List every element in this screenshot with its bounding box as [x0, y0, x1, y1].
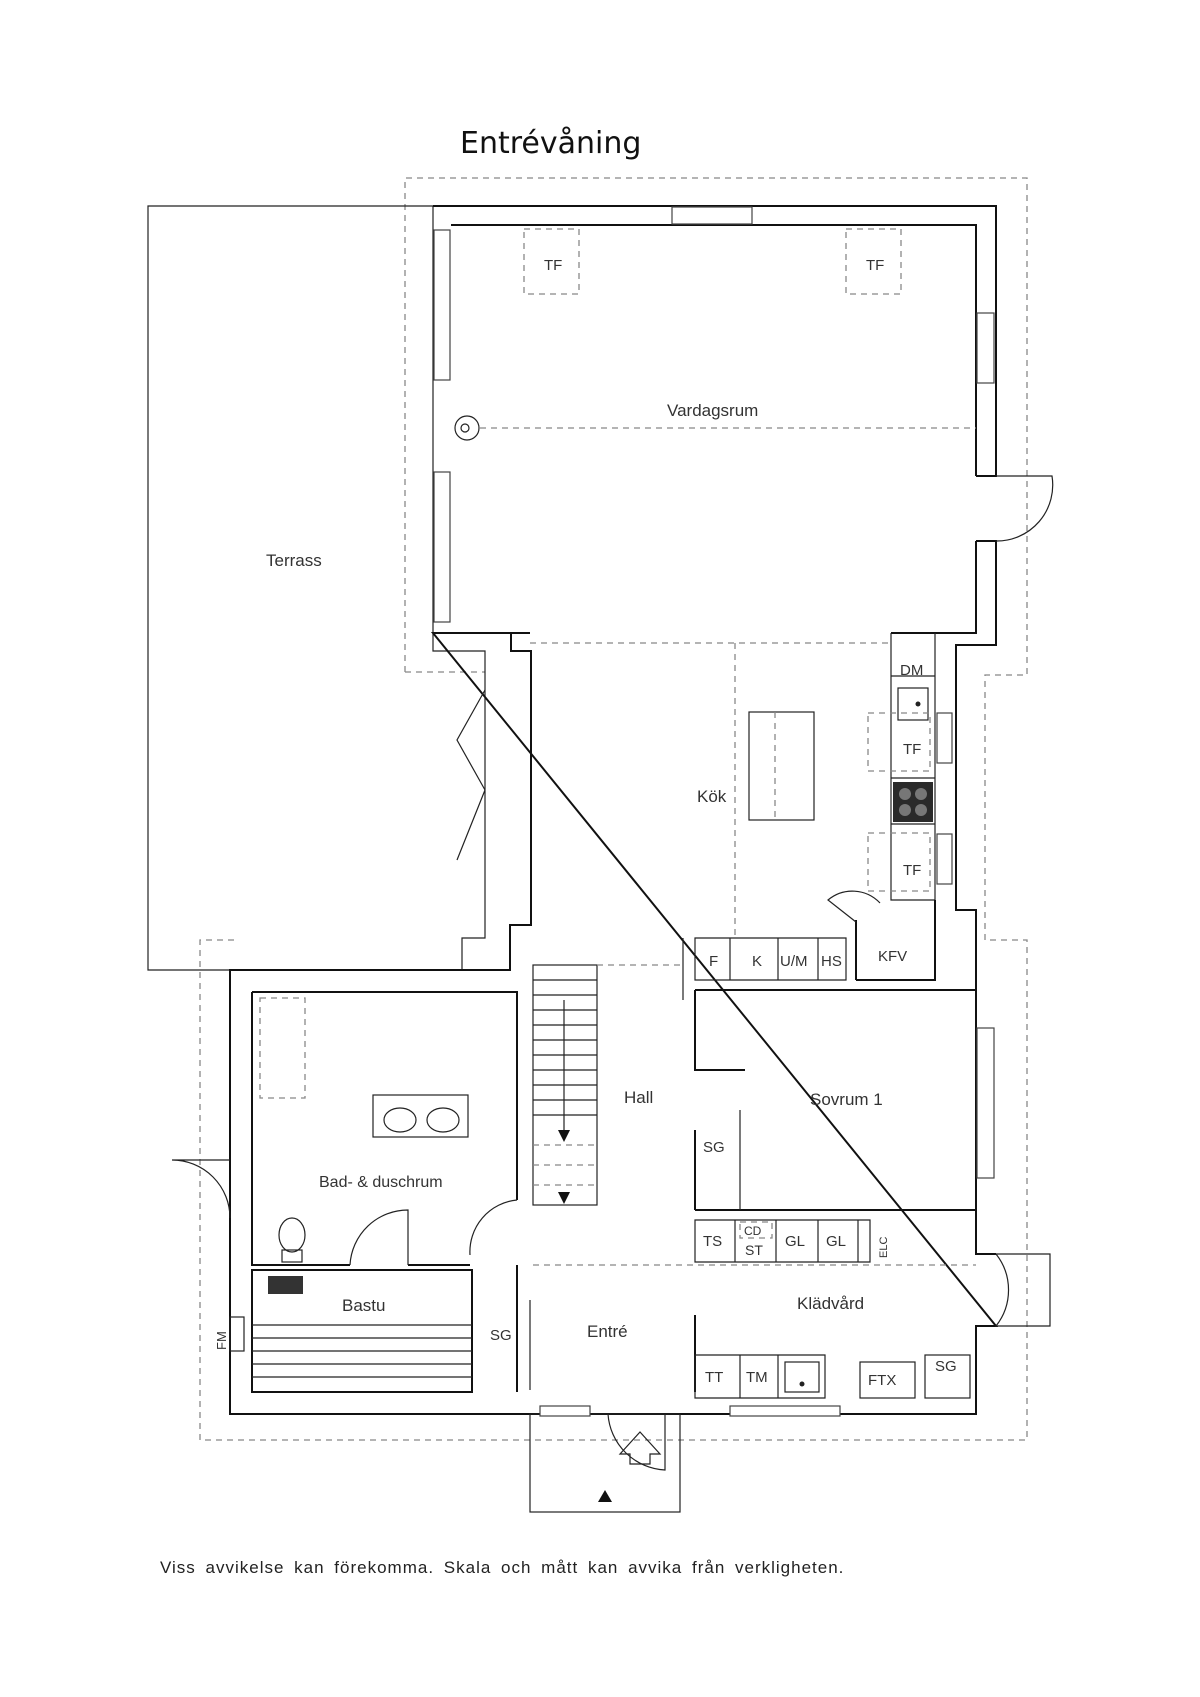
- bathroom-walls: [251, 991, 518, 1266]
- fixture-label: TS: [703, 1233, 722, 1250]
- sink-icon: [897, 687, 929, 721]
- fixture-label: TF: [544, 257, 562, 274]
- fixture-label: U/M: [780, 953, 808, 970]
- fixture-label: SG: [703, 1139, 725, 1156]
- page-title: Entrévåning: [460, 126, 642, 161]
- fixture-label: K: [752, 953, 762, 970]
- fixture-label: CD: [744, 1224, 762, 1238]
- door-swing: [994, 1253, 1051, 1327]
- room-label-kok: Kök: [697, 787, 727, 806]
- toilet-tank: [281, 1249, 303, 1263]
- disclaimer: Viss avvikelse kan förekomma. Skala och …: [160, 1558, 845, 1577]
- entrance-steps: [529, 1413, 681, 1513]
- room-label-sovrum: Sovrum 1: [810, 1090, 883, 1109]
- sg-box: [924, 1354, 971, 1399]
- kfv-walls: [855, 900, 936, 981]
- fixture-label: HS: [821, 953, 842, 970]
- sauna-benches: [252, 1324, 472, 1378]
- door-swing: [995, 475, 1054, 542]
- fixture-label: TF: [903, 862, 921, 879]
- burner: [899, 788, 911, 800]
- fixture-label: ELC: [878, 1237, 890, 1258]
- folding-door: [456, 689, 486, 861]
- room-label-kladvard: Klädvård: [797, 1294, 864, 1313]
- toilet-icon: [278, 1217, 306, 1253]
- washbasin-icon: [372, 1094, 469, 1138]
- entry-arrow-icon: [598, 1490, 612, 1502]
- roof-outline-upper: [199, 177, 1028, 1441]
- burner: [915, 804, 927, 816]
- fireplace-inner: [460, 423, 470, 433]
- fm-box: [229, 1316, 245, 1352]
- window: [671, 206, 753, 225]
- burner: [915, 788, 927, 800]
- window: [433, 229, 451, 381]
- cabinet-row: [694, 1354, 826, 1399]
- room-label-bad: Bad- & duschrum: [319, 1174, 443, 1191]
- burner: [899, 804, 911, 816]
- inner-wall-liv: [451, 224, 977, 634]
- fixture-label: FTX: [868, 1372, 896, 1389]
- sink-drain: [915, 701, 921, 707]
- fixture-label: DM: [900, 662, 923, 679]
- room-label-vardagsrum: Vardagsrum: [667, 401, 758, 420]
- fixture-label: TF: [903, 741, 921, 758]
- fixture-label: SG: [490, 1327, 512, 1344]
- sink: [383, 1107, 417, 1133]
- window: [976, 1027, 995, 1179]
- bathtub-icon: [259, 997, 306, 1099]
- door-swing: [607, 1413, 666, 1471]
- sink-icon: [784, 1361, 820, 1393]
- room-label-bastu: Bastu: [342, 1296, 385, 1315]
- kitchen-counter: [890, 633, 936, 901]
- door-swing: [469, 1199, 518, 1256]
- window: [936, 712, 953, 764]
- fixture-label: F: [709, 953, 718, 970]
- fixture-label: TM: [746, 1369, 768, 1386]
- tf-zone: [867, 832, 931, 892]
- fixture-label: GL: [826, 1233, 846, 1250]
- room-label-terrass: Terrass: [266, 551, 322, 570]
- door-swing: [349, 1209, 409, 1266]
- window: [539, 1405, 591, 1417]
- window: [433, 471, 451, 623]
- kitchen-island: [748, 711, 815, 821]
- entry-symbol-icon: [618, 1431, 662, 1465]
- staircase: [532, 964, 598, 1206]
- cabinet-row: [694, 1219, 871, 1263]
- fixture-label: TF: [866, 257, 884, 274]
- fixture-label: FM: [214, 1331, 229, 1350]
- fixture-label: ST: [745, 1242, 763, 1258]
- tf-zone: [845, 228, 902, 295]
- stove-icon: [893, 782, 933, 822]
- room-label-hall: Hall: [624, 1088, 653, 1107]
- fixture-label: KFV: [878, 948, 907, 965]
- window: [936, 833, 953, 885]
- sink: [426, 1107, 460, 1133]
- cabinet-row: [694, 937, 847, 981]
- fixture-label: SG: [935, 1358, 957, 1375]
- window: [976, 312, 995, 384]
- window: [729, 1405, 841, 1417]
- fixture-label: TT: [705, 1369, 723, 1386]
- door-swing: [171, 1159, 231, 1219]
- cd-dashed: [739, 1221, 773, 1239]
- fixture-label: GL: [785, 1233, 805, 1250]
- room-label-entre: Entré: [587, 1322, 628, 1341]
- tf-zone: [867, 712, 931, 772]
- sauna-heater-icon: [268, 1276, 303, 1294]
- bedroom-walls: [694, 989, 976, 1211]
- door-swing: [827, 890, 881, 923]
- sink-drain: [799, 1381, 805, 1387]
- fireplace-icon: [454, 415, 480, 441]
- tf-zone: [523, 228, 580, 295]
- ftx-box: [859, 1361, 916, 1399]
- outer-wall-main: [229, 205, 999, 1415]
